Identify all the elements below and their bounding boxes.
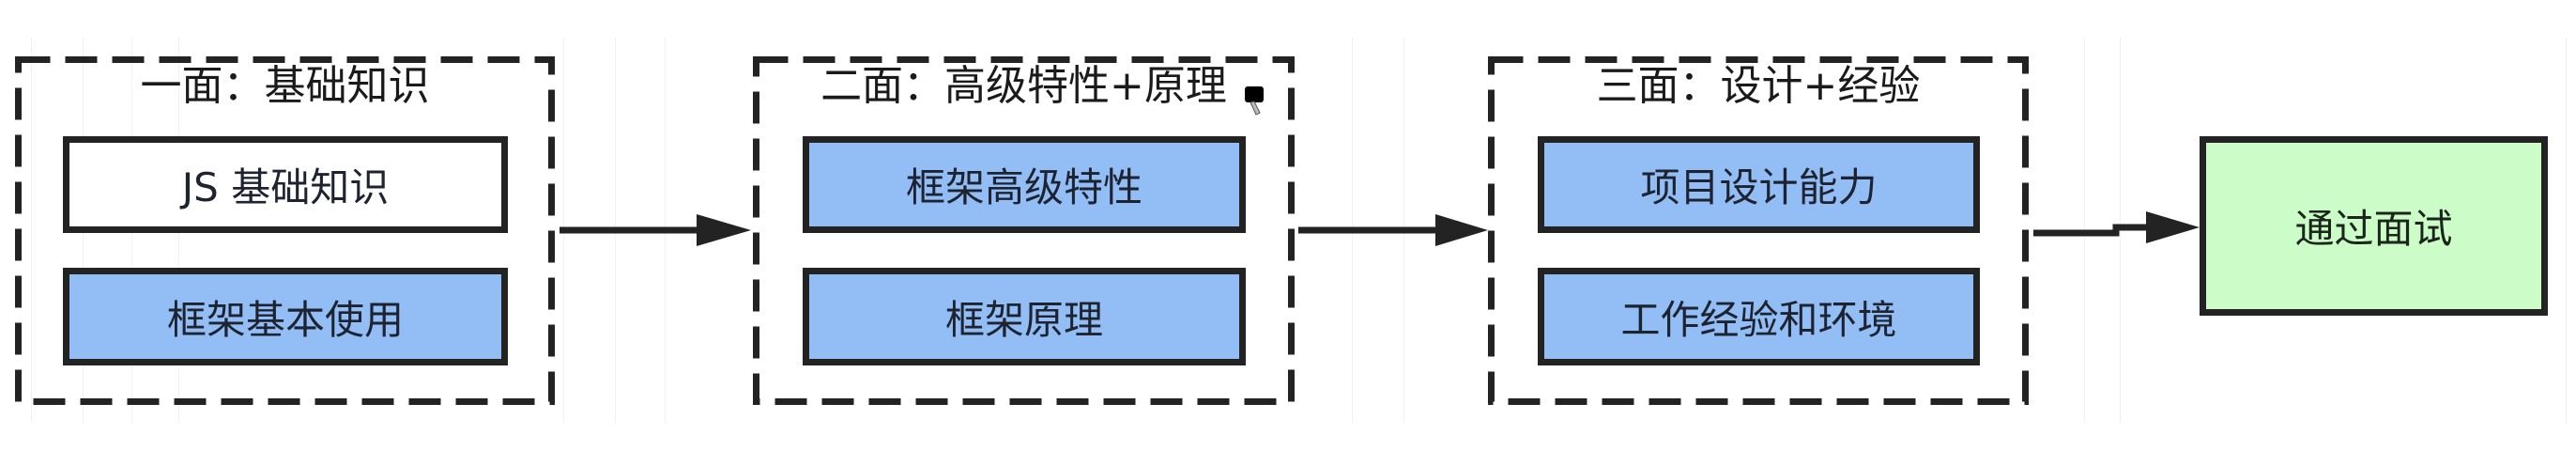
dashed-border: [1488, 56, 2029, 405]
node-project-design[interactable]: 项目设计能力: [1538, 136, 1980, 233]
dashed-border: [753, 56, 1295, 405]
stage-title: 一面：基础知识: [140, 62, 430, 110]
stage-group-2: 二面：高级特性+原理: [753, 56, 1295, 405]
dashed-border: [15, 56, 555, 405]
arrow-stage2-to-stage3: [1298, 214, 1488, 246]
node-framework-principles[interactable]: 框架原理: [803, 268, 1246, 365]
node-pass-interview[interactable]: 通过面试: [2200, 136, 2548, 316]
mouse-cursor-icon: [1245, 86, 1264, 116]
arrow-stage3-to-pass: [2033, 211, 2200, 243]
stage-title: 二面：高级特性+原理: [820, 62, 1227, 110]
node-framework-advanced[interactable]: 框架高级特性: [803, 136, 1246, 233]
node-js-basics[interactable]: JS 基础知识: [63, 136, 508, 233]
stage-group-3: 三面：设计+经验: [1488, 56, 2029, 405]
node-work-experience[interactable]: 工作经验和环境: [1538, 268, 1980, 365]
stage-title: 三面：设计+经验: [1596, 62, 1921, 110]
stage-group-1: 一面：基础知识: [15, 56, 555, 405]
arrow-stage1-to-stage2: [560, 214, 751, 246]
node-framework-usage[interactable]: 框架基本使用: [63, 268, 508, 365]
